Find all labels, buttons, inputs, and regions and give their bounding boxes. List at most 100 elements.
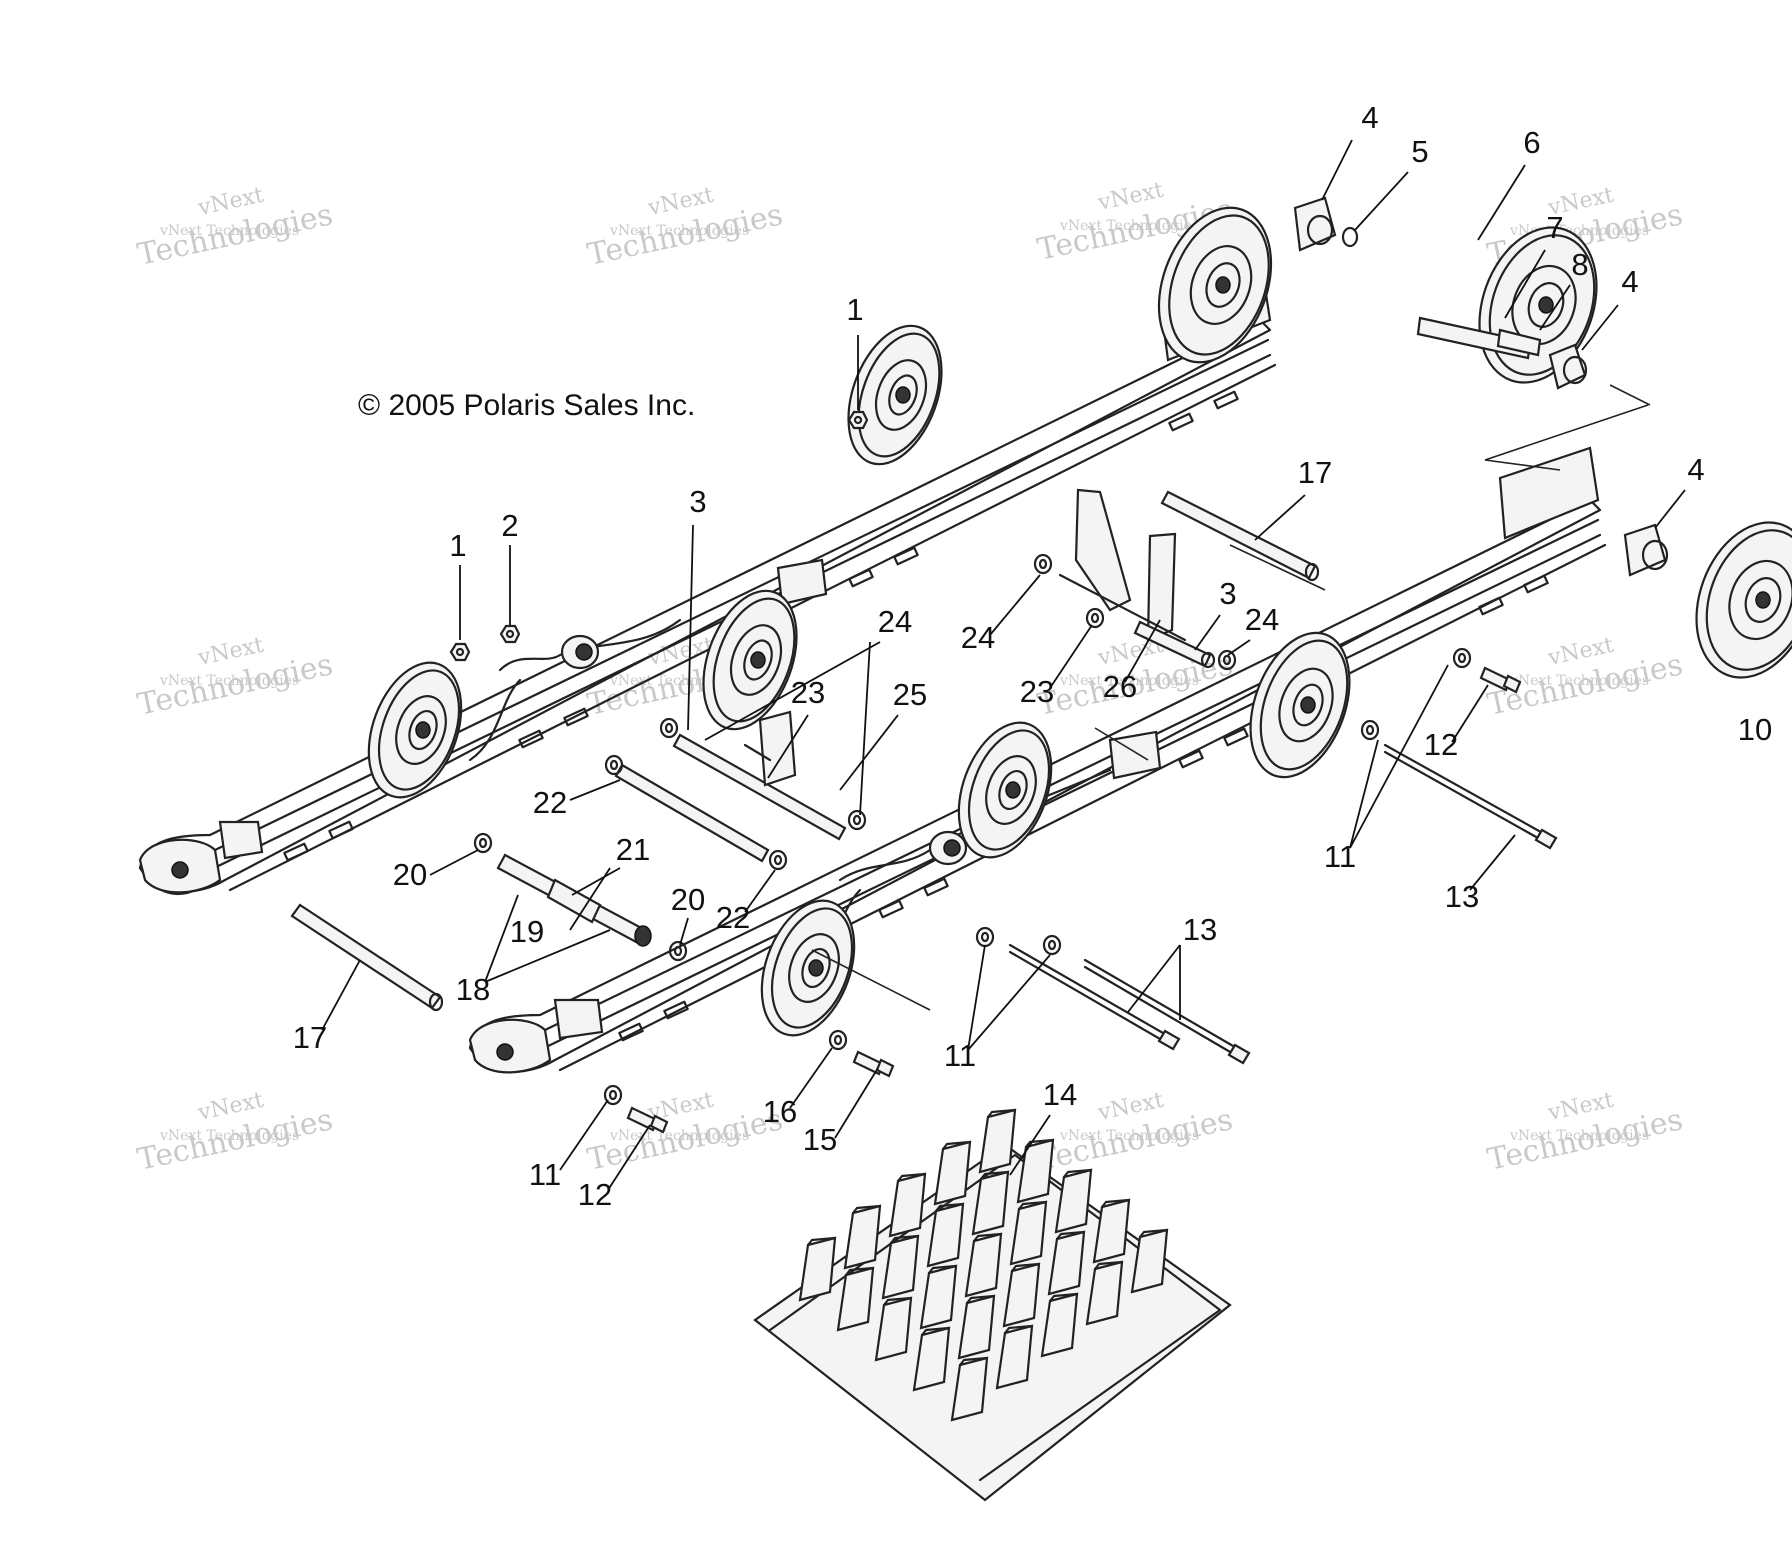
lock-nut (449, 642, 471, 662)
bearing-holders (1293, 196, 1669, 577)
callout-11: 11 (1324, 664, 1449, 874)
callout-number: 25 (893, 677, 927, 712)
idler-wheel (957, 721, 1053, 859)
callout-number: 19 (510, 914, 544, 949)
callout-16: 16 (763, 1047, 833, 1129)
callout-15: 15 (803, 1067, 879, 1157)
lock-nut (499, 624, 521, 644)
track-lug (1085, 1260, 1124, 1326)
washer (473, 832, 493, 854)
callout-17: 17 (1254, 455, 1332, 541)
track-lug (926, 1202, 965, 1268)
track (753, 1108, 1232, 1502)
callout-number: 4 (1621, 264, 1638, 299)
track-lug (874, 1296, 913, 1362)
callout-21: 21 (569, 832, 650, 931)
track-lug (971, 1170, 1010, 1236)
track-lug (1016, 1138, 1055, 1204)
track-lug (888, 1172, 927, 1238)
callout-6: 6 (1477, 125, 1541, 241)
track-lug (881, 1234, 920, 1300)
callout-number: 17 (1298, 455, 1332, 490)
callout-number: 1 (846, 292, 863, 327)
callout-22: 22 (716, 869, 776, 935)
callout-number: 11 (1324, 839, 1356, 874)
callout-number: 23 (1020, 674, 1054, 709)
assembly-guides (811, 384, 1651, 1011)
callout-26: 26 (1103, 619, 1161, 704)
callout-number: 8 (1571, 247, 1588, 282)
callout-number: 10 (1738, 712, 1772, 747)
callout-2: 2 (501, 508, 519, 625)
callout-number: 18 (456, 972, 490, 1007)
callout-number: 13 (1445, 879, 1479, 914)
track-lug (1040, 1292, 1079, 1358)
callout-3: 3 (687, 484, 707, 731)
callout-number: 12 (578, 1177, 612, 1212)
track-lug (919, 1264, 958, 1330)
callout-5: 5 (1354, 134, 1429, 231)
callout-number: 15 (803, 1122, 837, 1157)
callout-22: 22 (533, 779, 621, 820)
callout-number: 16 (763, 1094, 797, 1129)
watermark-line-2: vNext Technologies (609, 1128, 749, 1144)
callout-number: 21 (616, 832, 650, 867)
callout-25: 25 (839, 677, 927, 791)
copyright-text: © 2005 Polaris Sales Inc. (358, 389, 695, 422)
callout-number: 17 (293, 1020, 327, 1055)
idler-wheel (367, 661, 463, 799)
track-lug (957, 1294, 996, 1360)
callout-23: 23 (1020, 624, 1093, 709)
callout-4: 4 (1321, 100, 1379, 201)
washer (1085, 607, 1105, 629)
track-lug (933, 1140, 972, 1206)
track-lug (978, 1108, 1017, 1174)
callout-number: 13 (1183, 912, 1217, 947)
track-lug (836, 1266, 875, 1332)
callout-11: 11 (529, 1099, 609, 1192)
washer (828, 1029, 848, 1051)
callout-19: 19 (510, 914, 544, 949)
callout-number: 11 (529, 1157, 561, 1192)
idler-wheel (847, 324, 943, 466)
idler-wheel (702, 589, 798, 731)
callout-number: 3 (1219, 576, 1236, 611)
callout-number: 4 (1361, 100, 1378, 135)
callout-12: 12 (1424, 684, 1489, 762)
callout-13: 13 (1445, 834, 1516, 914)
callout-number: 24 (1245, 602, 1279, 637)
watermark-line-2: vNext Technologies (609, 223, 749, 239)
callout-3: 3 (1194, 576, 1237, 651)
track-lug (1002, 1262, 1041, 1328)
spring-stop (928, 830, 968, 866)
callout-24: 24 (1227, 602, 1279, 656)
washer (668, 940, 688, 962)
callout-number: 7 (1546, 210, 1563, 245)
callout-number: 14 (1043, 1077, 1077, 1112)
washer (1452, 647, 1472, 669)
callout-number: 4 (1687, 452, 1704, 487)
shafts-and-bolts (290, 316, 1558, 1134)
lock-nut (847, 410, 869, 430)
callout-1: 1 (846, 292, 864, 410)
callout-18: 18 (456, 894, 611, 1007)
watermark-line-2: vNext Technologies (159, 223, 299, 239)
idler-wheel (1157, 206, 1273, 364)
callout-23: 23 (767, 675, 825, 779)
callout-17: 17 (293, 959, 361, 1055)
track-lug (964, 1232, 1003, 1298)
watermark-line-2: vNext Technologies (159, 673, 299, 689)
washer (603, 1084, 623, 1106)
callout-number: 22 (533, 785, 567, 820)
callout-number: 23 (791, 675, 825, 710)
